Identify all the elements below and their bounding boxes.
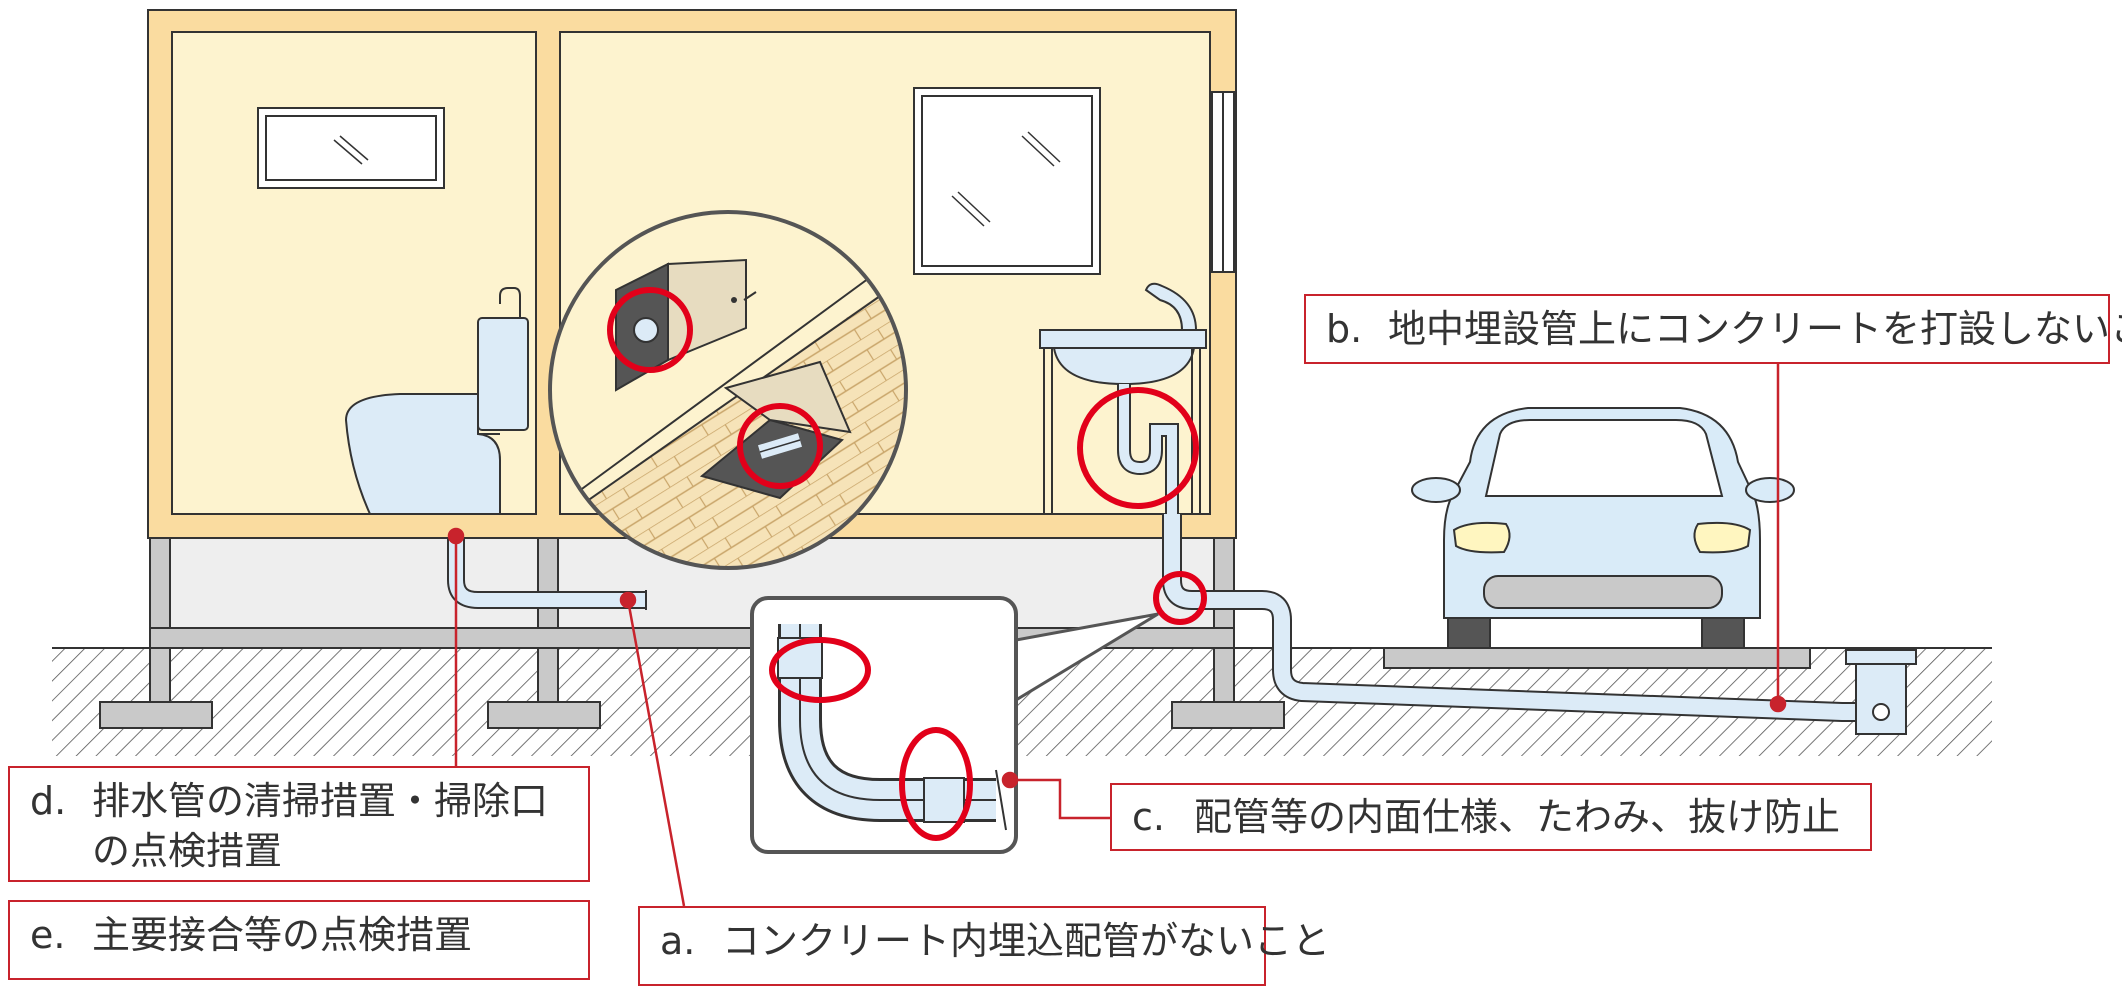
highlight-elbow-side bbox=[899, 727, 973, 841]
pipe-elbow-icon bbox=[750, 596, 1159, 854]
label-d: d. 排水管の清掃措置・掃除口 の点検措置 bbox=[8, 766, 590, 882]
label-c: c. 配管等の内面仕様、たわみ、抜け防止 bbox=[1110, 783, 1872, 851]
highlight-elbow-top bbox=[769, 637, 871, 703]
highlight-wall-hatch bbox=[607, 287, 693, 373]
label-c-text: 配管等の内面仕様、たわみ、抜け防止 bbox=[1194, 795, 1841, 839]
label-c-letter: c. bbox=[1132, 795, 1165, 839]
highlight-joint bbox=[1153, 571, 1207, 625]
sink-icon bbox=[1039, 282, 1207, 514]
label-a-text: コンクリート内埋込配管がないこと bbox=[722, 919, 1331, 963]
highlight-sink-trap bbox=[1077, 387, 1199, 509]
car-icon bbox=[1383, 407, 1811, 669]
highlight-circles bbox=[607, 287, 1207, 841]
label-e-letter: e. bbox=[30, 913, 66, 957]
label-e: e. 主要接合等の点検措置 bbox=[8, 900, 590, 980]
label-d-letter: d. bbox=[30, 779, 67, 823]
window-icon bbox=[257, 107, 445, 189]
highlight-floor-hatch bbox=[737, 403, 823, 489]
toilet-icon bbox=[344, 287, 529, 515]
label-e-text: 主要接合等の点検措置 bbox=[92, 913, 473, 957]
label-d-line1: 排水管の清掃措置・掃除口 bbox=[92, 779, 549, 823]
label-d-line2: の点検措置 bbox=[92, 829, 283, 873]
label-b-text: 地中埋設管上にコンクリートを打設しないこと bbox=[1388, 307, 2122, 351]
label-a: a. コンクリート内埋込配管がないこと bbox=[638, 906, 1330, 986]
leader-lines bbox=[447, 364, 1787, 907]
sink-drain-pipe bbox=[1162, 514, 1874, 722]
window-icon bbox=[913, 87, 1101, 275]
inspection-basin bbox=[1845, 649, 1917, 735]
label-b: b. 地中埋設管上にコンクリートを打設しないこと bbox=[1304, 294, 2122, 364]
label-a-letter: a. bbox=[660, 919, 696, 963]
label-b-letter: b. bbox=[1326, 307, 1363, 351]
